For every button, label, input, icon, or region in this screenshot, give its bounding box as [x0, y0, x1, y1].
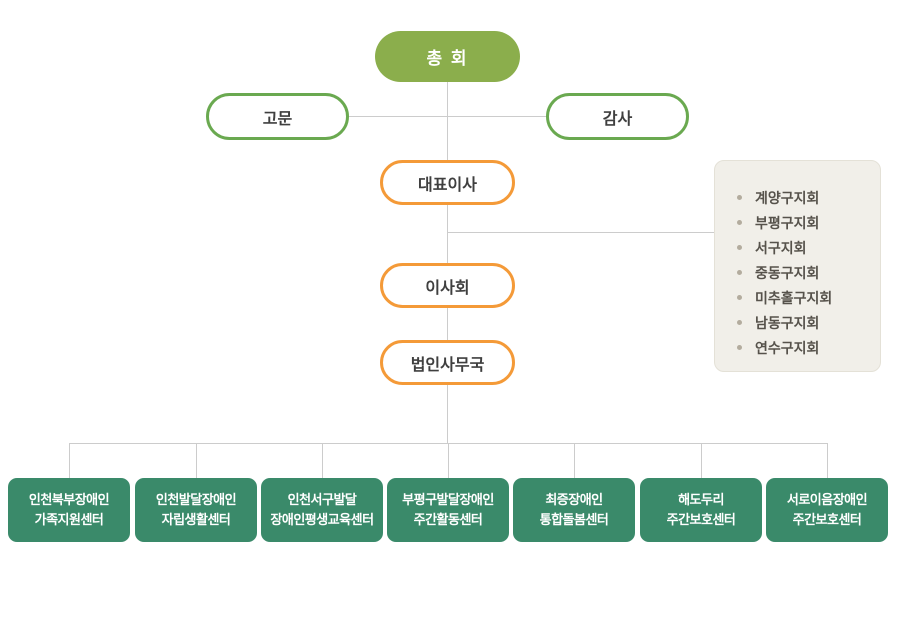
center-label-line2: 주간활동센터: [413, 512, 483, 527]
node-board: 이사회: [380, 263, 515, 308]
connector-center-drop: [448, 443, 449, 478]
node-center-independent-living: 인천발달장애인 자립생활센터: [135, 478, 257, 542]
bullet-icon: [737, 220, 742, 225]
center-label-line1: 인천발달장애인: [155, 492, 237, 507]
branch-label: 남동구지회: [755, 314, 820, 331]
branch-item: 계양구지회: [737, 185, 870, 210]
center-label-line2: 주간보호센터: [666, 512, 736, 527]
connector-to-branch-panel: [447, 232, 714, 233]
center-label-line1: 해도두리: [678, 492, 724, 507]
branch-item: 중동구지회: [737, 260, 870, 285]
node-center-lifelong-education: 인천서구발달 장애인평생교육센터: [261, 478, 383, 542]
node-general-assembly: 총 회: [375, 31, 520, 82]
connector-center-drop: [196, 443, 197, 478]
bullet-icon: [737, 270, 742, 275]
node-center-seoroieum-daycare: 서로이음장애인 주간보호센터: [766, 478, 888, 542]
connector-advisor-auditor: [277, 116, 617, 117]
branch-item: 부평구지회: [737, 210, 870, 235]
center-label-line2: 주간보호센터: [792, 512, 862, 527]
node-center-haedoduri-daycare: 해도두리 주간보호센터: [640, 478, 762, 542]
center-label-line1: 부평구발달장애인: [402, 492, 494, 507]
node-corporate-office: 법인사무국: [380, 340, 515, 385]
center-label-line1: 인천북부장애인: [28, 492, 110, 507]
bullet-icon: [737, 295, 742, 300]
connector-center-drop: [574, 443, 575, 478]
center-label-line2: 장애인평생교육센터: [270, 512, 374, 527]
branch-label: 중동구지회: [755, 264, 820, 281]
branch-label: 계양구지회: [755, 189, 820, 206]
connector-trunk-vertical: [447, 82, 448, 443]
bullet-icon: [737, 245, 742, 250]
center-label-line1: 서로이음장애인: [786, 492, 868, 507]
branch-item: 미추홀구지회: [737, 285, 870, 310]
connector-center-drop: [701, 443, 702, 478]
branch-item: 연수구지회: [737, 335, 870, 360]
node-auditor: 감사: [546, 93, 689, 140]
branch-item: 남동구지회: [737, 310, 870, 335]
connector-center-drop: [322, 443, 323, 478]
node-center-integrated-care: 최증장애인 통합돌봄센터: [513, 478, 635, 542]
node-ceo: 대표이사: [380, 160, 515, 205]
node-advisor: 고문: [206, 93, 349, 140]
branch-label: 미추홀구지회: [755, 289, 833, 306]
branch-label: 부평구지회: [755, 214, 820, 231]
center-label-line2: 가족지원센터: [34, 512, 104, 527]
branch-label: 연수구지회: [755, 339, 820, 356]
branch-panel: 계양구지회 부평구지회 서구지회 중동구지회 미추홀구지회 남동구지회 연수구지…: [714, 160, 881, 372]
bullet-icon: [737, 195, 742, 200]
branch-item: 서구지회: [737, 235, 870, 260]
node-center-daytime-activity: 부평구발달장애인 주간활동센터: [387, 478, 509, 542]
connector-center-drop: [827, 443, 828, 478]
branch-label: 서구지회: [755, 239, 807, 256]
connector-center-drop: [69, 443, 70, 478]
center-label-line1: 인천서구발달: [287, 492, 357, 507]
bullet-icon: [737, 345, 742, 350]
bullet-icon: [737, 320, 742, 325]
center-label-line2: 통합돌봄센터: [539, 512, 609, 527]
center-label-line2: 자립생활센터: [161, 512, 231, 527]
center-label-line1: 최증장애인: [545, 492, 603, 507]
node-center-family-support: 인천북부장애인 가족지원센터: [8, 478, 130, 542]
